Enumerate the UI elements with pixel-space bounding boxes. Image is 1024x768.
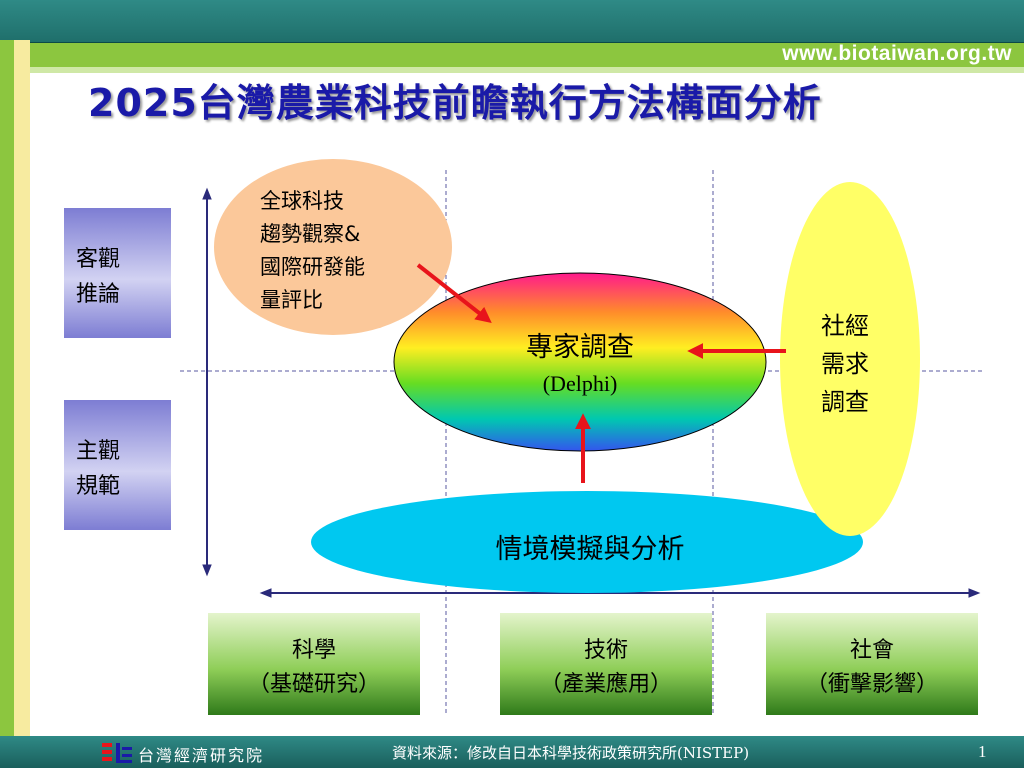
- y-label-objective-line1: 客觀: [76, 247, 120, 272]
- top-bar: [0, 0, 1024, 43]
- footer-bar: [0, 736, 1024, 768]
- socio-line3: 調查: [821, 388, 869, 416]
- org-logo-icon: [102, 743, 132, 763]
- y-label-box-subjective: [64, 400, 171, 530]
- socio-line1: 社經: [821, 312, 869, 340]
- category-science-sub: （基礎研究）: [248, 672, 380, 697]
- category-technology-title: 技術: [584, 638, 628, 663]
- trend-line3: 國際研發能: [260, 255, 365, 279]
- y-label-subjective-line1: 主觀: [76, 439, 120, 464]
- category-society-sub: （衝擊影響）: [806, 672, 938, 697]
- category-box-technology: [500, 613, 712, 715]
- y-label-box-objective: [64, 208, 171, 338]
- category-technology-sub: （產業應用）: [540, 671, 672, 697]
- page-number: 1: [978, 742, 987, 761]
- arrow-trend-to-delphi: [416, 263, 492, 323]
- trend-ellipse: [214, 159, 452, 335]
- y-label-objective-line2: 推論: [76, 282, 120, 307]
- footer-org-name: 台灣經濟研究院: [138, 746, 265, 765]
- y-label-subjective-line2: 規範: [76, 474, 120, 499]
- category-box-science: [208, 613, 420, 715]
- slide-title: 2025台灣農業科技前瞻執行方法構面分析: [88, 81, 822, 125]
- trend-line4: 量評比: [260, 288, 323, 312]
- socio-ellipse: [780, 182, 920, 536]
- header-url: www.biotaiwan.org.tw: [782, 42, 1012, 65]
- scenario-label: 情境模擬與分析: [496, 534, 685, 565]
- left-bar-green: [0, 40, 14, 740]
- category-box-society: [766, 613, 978, 715]
- trend-line2: 趨勢觀察&: [260, 222, 360, 246]
- header-stripe-light: [0, 67, 1024, 73]
- left-bar-yellow: [14, 40, 30, 740]
- trend-line1: 全球科技: [260, 189, 344, 213]
- footer-source: 資料來源：修改自日本科學技術政策研究所(NISTEP): [392, 744, 750, 762]
- delphi-title: 專家調查: [526, 332, 634, 363]
- delphi-subtitle: (Delphi): [543, 371, 618, 396]
- scenario-ellipse: [311, 491, 863, 593]
- category-society-title: 社會: [850, 638, 894, 663]
- category-science-title: 科學: [292, 638, 336, 663]
- socio-line2: 需求: [821, 350, 869, 378]
- header-stripe: [0, 43, 1024, 67]
